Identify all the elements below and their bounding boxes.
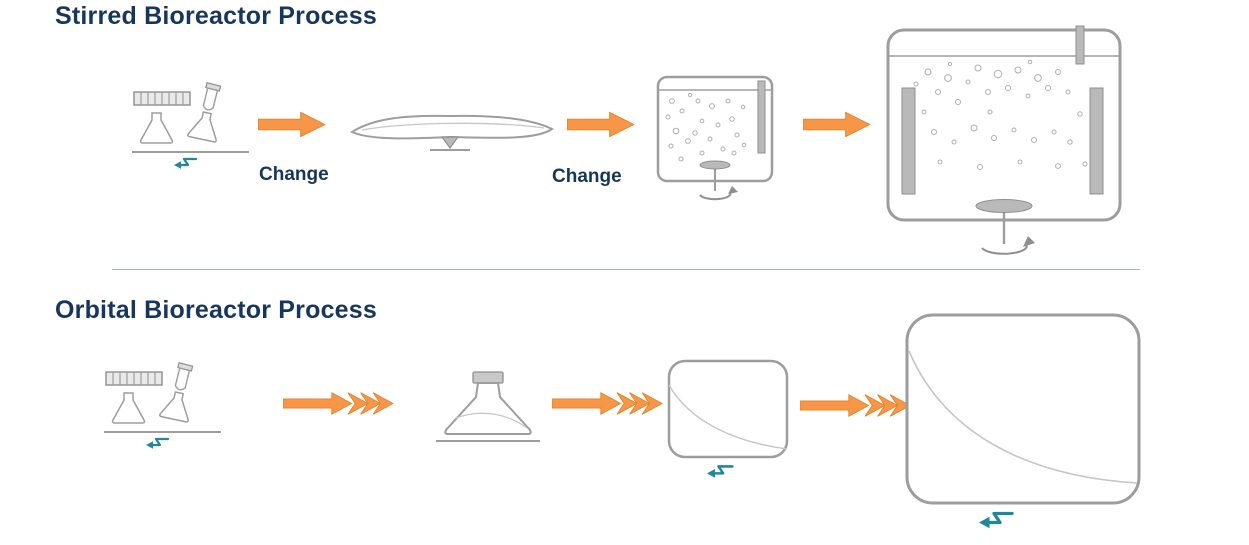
bubbles (913, 59, 1088, 170)
chevron-arrow-icon (552, 390, 664, 417)
wave-bag-icon (346, 106, 558, 158)
rotation-arrow-icon (981, 236, 1035, 255)
change-label-2: Change (552, 166, 622, 187)
stirred-tank-small-icon (644, 73, 786, 201)
chevron-arrow-icon (283, 390, 395, 417)
section-divider (112, 269, 1140, 270)
rotation-arrow-icon (699, 186, 738, 201)
stirred-tank-large-icon (880, 24, 1132, 258)
microplate-flasks-shaker-icon (128, 80, 253, 176)
orbital-shake-icon (174, 157, 198, 169)
orbital-shake-icon (707, 465, 734, 478)
arrow-icon (258, 111, 326, 138)
orbital-shake-icon (979, 511, 1014, 529)
orbital-process-title: Orbital Bioreactor Process (55, 296, 377, 324)
bubbles (665, 92, 747, 162)
arrow-icon (803, 111, 871, 138)
orbital-vessel-large-icon (903, 311, 1143, 539)
orbital-shake-icon (146, 437, 170, 449)
stirred-process-title: Stirred Bioreactor Process (55, 2, 377, 30)
microplate-flasks-shaker-icon (100, 360, 225, 456)
change-label-1: Change (259, 164, 329, 185)
arrow-icon (567, 111, 635, 138)
chevron-arrow-icon (800, 392, 912, 419)
erlenmeyer-flask-icon (436, 371, 540, 447)
orbital-vessel-small-icon (665, 357, 791, 483)
